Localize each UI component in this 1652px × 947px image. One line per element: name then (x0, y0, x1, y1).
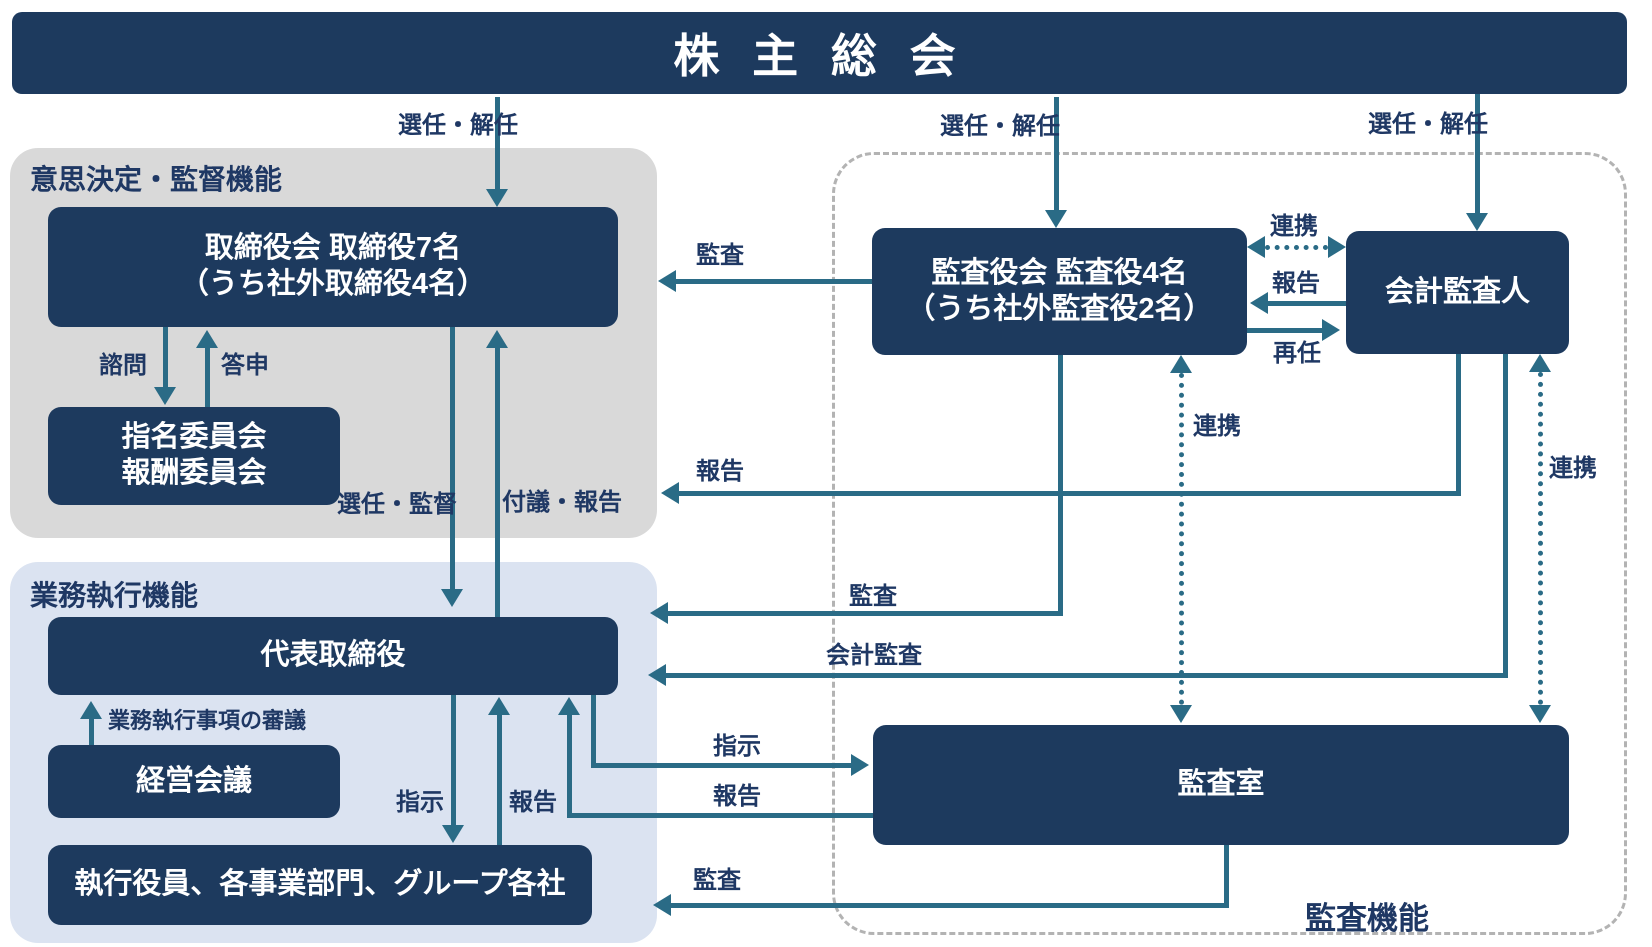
report-auditor-hline (679, 491, 1461, 496)
appoint-supervise-arrowhead (441, 589, 463, 607)
cooperation1-label: 連携 (1193, 413, 1241, 440)
advisory-line (163, 327, 168, 387)
reappointment-arrowhead (1322, 319, 1340, 341)
audit-function-panel (832, 152, 1627, 935)
report-audit-office-label: 報告 (713, 783, 761, 810)
submit-report-arrowhead (486, 330, 508, 348)
cooperation1-up-arrowhead (1170, 355, 1192, 373)
appoint-dismiss-middle-line (1054, 97, 1059, 212)
reply-arrowhead (196, 330, 218, 348)
reappointment-label: 再任 (1273, 340, 1321, 367)
report-inner-label: 報告 (509, 789, 557, 816)
report-audit-office-vline (567, 715, 572, 815)
compensation-committee-line: 報酬委員会 (121, 457, 267, 489)
instruct-inner-label: 指示 (396, 789, 444, 816)
deliberation-arrowhead (80, 701, 102, 719)
audit-execution-hline (668, 611, 1063, 616)
advisory-label: 諮問 (99, 352, 147, 379)
reappointment-line (1247, 328, 1322, 333)
audit-office-hline (671, 903, 1229, 908)
appoint-dismiss-right-line (1475, 94, 1480, 215)
report-auditor-arrowhead (661, 482, 679, 504)
report-audit-office-arrowhead (558, 697, 580, 715)
accounting-auditor-box: 会計監査人 (1346, 231, 1569, 354)
audit-execution-vline (1058, 355, 1063, 613)
appoint-dismiss-right-label: 選任・解任 (1368, 111, 1488, 138)
management-meeting-box: 経営会議 (48, 745, 340, 818)
appoint-dismiss-left-label: 選任・解任 (398, 112, 518, 139)
instruct-inner-line (451, 695, 456, 825)
cooperation1-line (1179, 373, 1184, 705)
submit-report-line (495, 348, 500, 617)
report-between-line (1268, 301, 1346, 306)
cooperation2-up-arrowhead (1529, 354, 1551, 372)
report-audit-office-hline (567, 813, 873, 818)
report-inner-line (497, 715, 502, 845)
instruct-audit-office-label: 指示 (713, 733, 761, 760)
deliberation-label: 業務執行事項の審議 (108, 708, 307, 733)
appoint-dismiss-middle-label: 選任・解任 (940, 113, 1060, 140)
cooperation3-left-arrowhead (1247, 236, 1265, 258)
audit-office-box: 監査室 (873, 725, 1569, 845)
board-of-directors-box: 取締役会 取締役7名 （うち社外取締役4名） (48, 207, 618, 327)
advisory-arrowhead (154, 387, 176, 405)
audit-board-label: 監査 (696, 242, 744, 269)
reply-line (205, 348, 210, 407)
cooperation1-down-arrowhead (1170, 705, 1192, 723)
audit-execution-label: 監査 (849, 583, 897, 610)
cooperation2-label: 連携 (1549, 455, 1597, 482)
report-auditor-vline (1456, 354, 1461, 493)
cooperation2-down-arrowhead (1529, 705, 1551, 723)
representative-director-box: 代表取締役 (48, 617, 618, 695)
execution-panel-title: 業務執行機能 (30, 580, 199, 611)
appoint-dismiss-left-line (495, 97, 500, 191)
accounting-audit-label: 会計監査 (826, 642, 922, 669)
cooperation3-right-arrowhead (1328, 236, 1346, 258)
audit-execution-arrowhead (650, 602, 668, 624)
appoint-supervise-line (450, 327, 455, 589)
audit-supervisory-board-line2: （うち社外監査役2名） (906, 292, 1213, 325)
audit-panel-title: 監査機能 (1305, 901, 1429, 936)
report-inner-arrowhead (488, 697, 510, 715)
submit-report-label: 付議・報告 (502, 489, 622, 516)
appoint-dismiss-left-arrowhead (486, 189, 508, 207)
accounting-audit-hline (666, 673, 1508, 678)
audit-board-line (676, 279, 872, 284)
accounting-audit-vline (1503, 354, 1508, 675)
instruct-audit-office-hline (591, 763, 851, 768)
instruct-audit-office-vline (591, 695, 596, 765)
audit-office-label: 監査 (693, 867, 741, 894)
board-of-directors-line1: 取締役会 取締役7名 (204, 232, 462, 265)
audit-supervisory-board-line1: 監査役会 監査役4名 (931, 256, 1188, 289)
accounting-audit-arrowhead (648, 664, 666, 686)
cooperation3-line (1265, 245, 1328, 250)
cooperation2-line (1538, 372, 1543, 705)
deliberation-line (89, 719, 94, 745)
cooperation3-label: 連携 (1270, 213, 1318, 240)
committees-box: 指名委員会 報酬委員会 (48, 407, 340, 505)
audit-office-arrowhead (653, 894, 671, 916)
audit-supervisory-board-box: 監査役会 監査役4名 （うち社外監査役2名） (872, 228, 1247, 355)
report-between-arrowhead (1250, 292, 1268, 314)
board-of-directors-line2: （うち社外取締役4名） (179, 268, 487, 300)
report-auditor-label: 報告 (696, 458, 744, 485)
shareholders-meeting-bar: 株 主 総 会 (12, 12, 1627, 94)
appoint-dismiss-right-arrowhead (1466, 213, 1488, 231)
reply-label: 答申 (221, 352, 269, 379)
nomination-committee-line: 指名委員会 (121, 421, 267, 454)
appoint-dismiss-middle-arrowhead (1045, 210, 1067, 228)
report-between-label: 報告 (1272, 270, 1320, 297)
audit-office-vline (1224, 845, 1229, 905)
audit-board-arrowhead (658, 270, 676, 292)
instruct-audit-office-arrowhead (851, 754, 869, 776)
instruct-inner-arrowhead (442, 825, 464, 843)
executives-box: 執行役員、各事業部門、グループ各社 (48, 845, 592, 925)
appoint-supervise-label: 選任・監督 (337, 491, 457, 518)
decision-panel-title: 意思決定・監督機能 (30, 164, 283, 195)
